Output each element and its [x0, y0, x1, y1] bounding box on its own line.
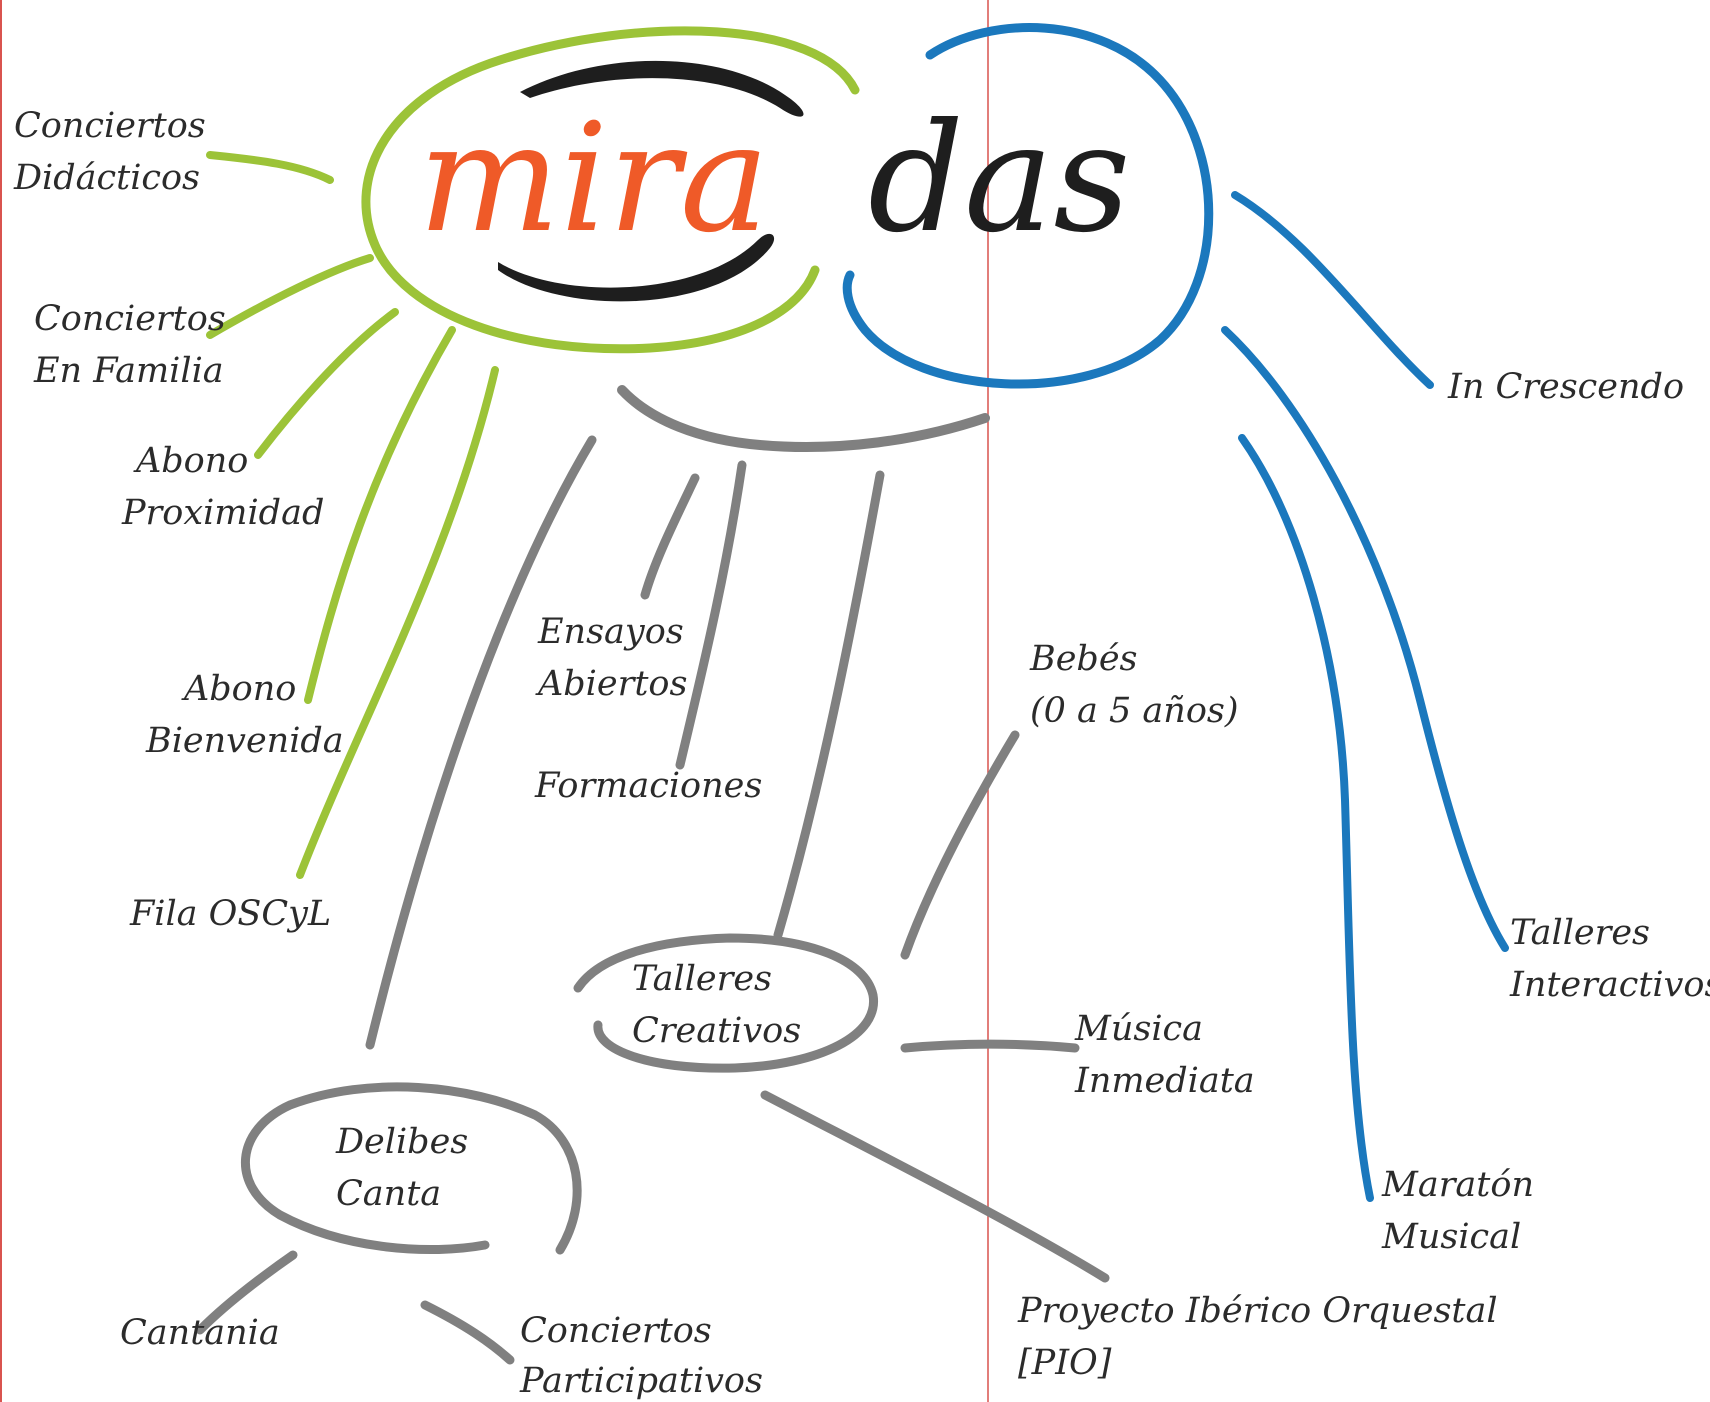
label-musica-inmediata: Música Inmediata [1074, 1009, 1255, 1101]
green-spoke-3 [254, 308, 399, 459]
label-delibes-canta: Delibes Canta [335, 1122, 479, 1214]
label-line: Abiertos [535, 664, 687, 704]
label-abono-proximidad: Abono Proximidad [121, 441, 324, 533]
green-spoke-1 [206, 151, 334, 184]
grey-labels: Ensayos Abiertos Formaciones Talleres Cr… [120, 612, 1509, 1401]
label-line: Conciertos [520, 1311, 712, 1351]
talleres-creativos-ellipse [573, 933, 878, 1073]
green-spoke-5 [296, 366, 499, 879]
logo: mira das [418, 60, 1130, 302]
label-line: Abono [181, 669, 296, 709]
label-conciertos-didacticos: Conciertos Didácticos [13, 106, 217, 198]
label-conciertos-participativos: Conciertos Participativos [519, 1311, 763, 1401]
grey-top-arc [617, 385, 990, 452]
label-line: Interactivos [1509, 965, 1710, 1005]
label-line: Conciertos [34, 299, 226, 339]
green-spoke-4 [304, 326, 456, 704]
label-line: Proximidad [121, 493, 324, 533]
green-group [206, 26, 860, 879]
label-line: Talleres [1510, 913, 1650, 953]
label-line: Ensayos [537, 612, 684, 652]
label-ensayos-abiertos: Ensayos Abiertos [535, 612, 695, 704]
label-fila-oscyl: Fila OSCyL [129, 894, 331, 934]
label-line: En Familia [33, 351, 224, 391]
blue-spoke-3 [1238, 434, 1374, 1202]
grey-spoke-delibes [365, 435, 597, 1050]
label-conciertos-en-familia: Conciertos En Familia [33, 299, 237, 391]
label-maraton-musical: Maratón Musical [1381, 1165, 1545, 1257]
blue-circle [842, 23, 1214, 389]
label-line: Conciertos [14, 106, 206, 146]
grey-spoke-bebes [900, 730, 1020, 960]
blue-spoke-1 [1231, 191, 1434, 389]
grey-spoke-musica [900, 1039, 1080, 1053]
label-line: [PIO] [1018, 1343, 1112, 1383]
label-line: Maratón [1381, 1165, 1534, 1205]
label-line: Participativos [519, 1361, 763, 1401]
grey-spoke-participativos [420, 1300, 515, 1365]
grey-spoke-cantania [195, 1250, 298, 1335]
label-line: Musical [1381, 1217, 1521, 1257]
label-pio: Proyecto Ibérico Orquestal [PIO] [1017, 1291, 1509, 1383]
logo-mira: mira [418, 92, 769, 266]
grey-spoke-pio [760, 1090, 1110, 1283]
label-line: Música [1074, 1009, 1203, 1049]
label-talleres-interactivos: Talleres Interactivos [1509, 913, 1710, 1005]
label-line: (0 a 5 años) [1030, 691, 1239, 731]
blue-labels: In Crescendo Talleres Interactivos Marat… [1381, 367, 1710, 1257]
label-in-crescendo: In Crescendo [1447, 367, 1684, 407]
logo-swoosh-bottom [498, 233, 775, 302]
delibes-canta-ellipse [241, 1082, 582, 1255]
label-talleres-creativos: Talleres Creativos [632, 959, 801, 1051]
grey-group [195, 385, 1110, 1365]
label-formaciones: Formaciones [534, 766, 762, 806]
label-line: Proyecto Ibérico Orquestal [1017, 1291, 1498, 1331]
label-line: Inmediata [1074, 1061, 1255, 1101]
grey-spoke-formaciones [675, 460, 747, 770]
green-circle [361, 26, 860, 354]
label-abono-bienvenida: Abono Bienvenida [145, 669, 344, 761]
grey-spoke-ensayos [640, 473, 700, 600]
green-spoke-2 [206, 254, 374, 339]
label-line: Bebés [1029, 639, 1138, 679]
label-bebes: Bebés (0 a 5 años) [1029, 639, 1239, 731]
logo-das: das [868, 92, 1130, 266]
label-line: Canta [336, 1174, 441, 1214]
logo-swoosh-top [520, 60, 804, 117]
label-line: Delibes [335, 1122, 468, 1162]
label-line: Bienvenida [145, 721, 344, 761]
label-line: Abono [133, 441, 248, 481]
green-labels: Conciertos Didácticos Conciertos En Fami… [13, 106, 344, 934]
blue-spoke-2 [1221, 326, 1509, 952]
label-line: Creativos [632, 1011, 801, 1051]
label-line: Talleres [632, 959, 772, 999]
label-cantania: Cantania [120, 1313, 280, 1353]
label-line: Didácticos [13, 158, 200, 198]
blue-group [842, 23, 1509, 1202]
grey-spoke-talleres [773, 470, 885, 940]
